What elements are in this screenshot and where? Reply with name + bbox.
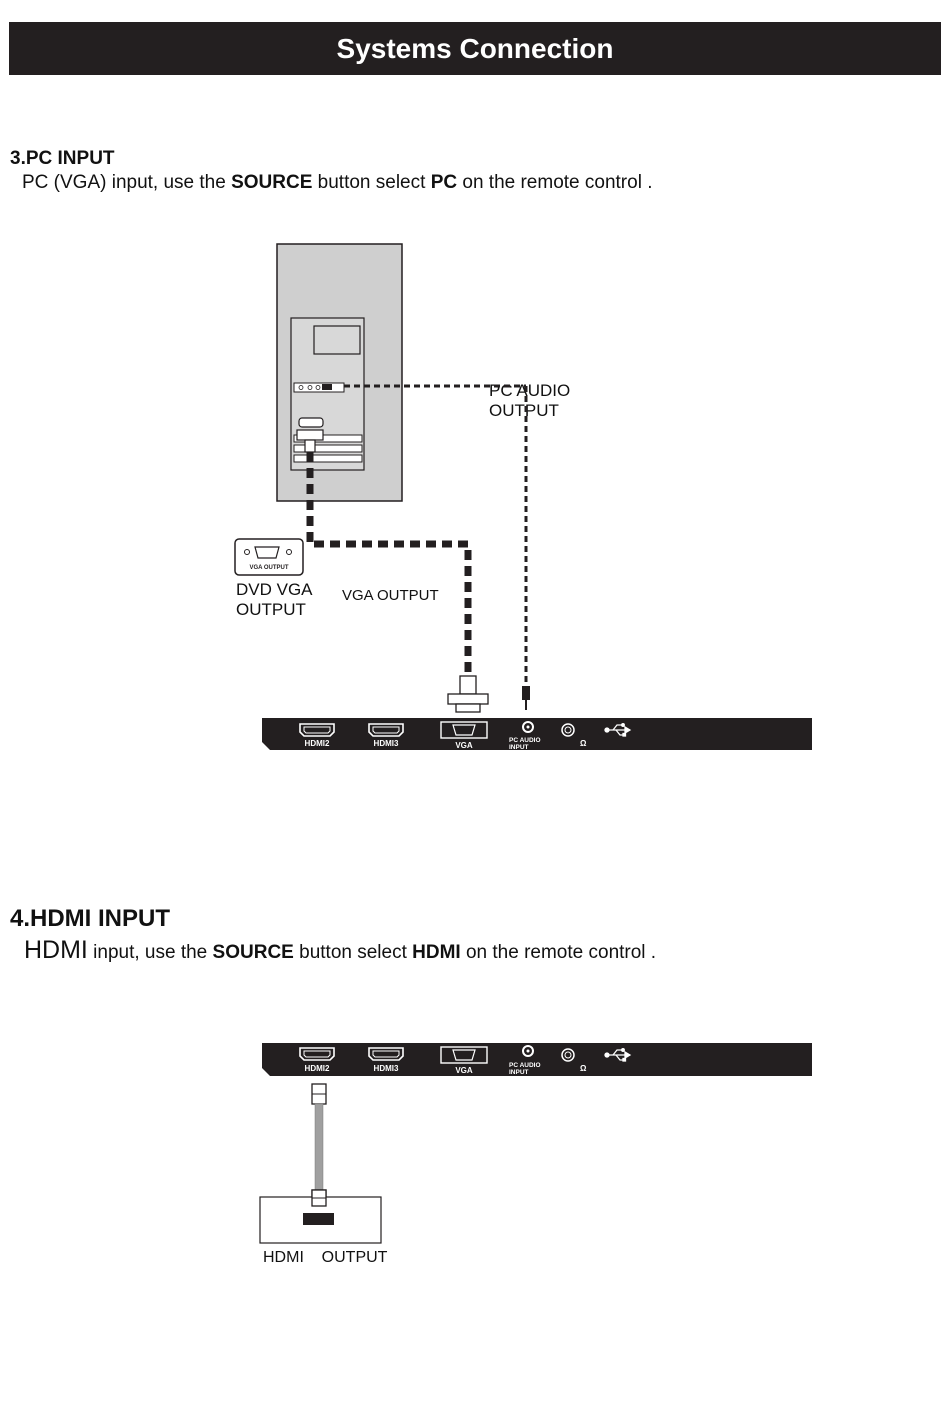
hdmi3-label: HDMI3	[374, 739, 399, 748]
pc-audio-input-label-2b: INPUT	[509, 1069, 529, 1076]
hdmi3-port-icon-b	[368, 1047, 404, 1061]
hdmi3-label-b: HDMI3	[374, 1064, 399, 1073]
hdmi2-port-icon-b	[299, 1047, 335, 1061]
pc-input-title: 3.PC INPUT	[10, 148, 115, 169]
vga-output-cable-label: VGA OUTPUT	[342, 587, 439, 604]
dvd-vga-output-port: VGA OUTPUT	[234, 538, 304, 576]
hdmi-output-label: HDMI OUTPUT	[263, 1249, 388, 1266]
tv-rear-panel-top: HDMI2 HDMI3 VGA PC AUDIO INPUT Ω	[262, 718, 812, 751]
usb-icon	[604, 723, 632, 737]
vga-output-port-label: VGA OUTPUT	[249, 565, 288, 571]
vga-cable	[306, 452, 489, 713]
tv-rear-panel-bottom: HDMI2 HDMI3 VGA PC AUDIO INPUT Ω	[262, 1043, 812, 1076]
dvd-vga-output-label: DVD VGA OUTPUT	[236, 580, 313, 619]
page-header: Systems Connection	[9, 22, 941, 75]
hdmi-output-device	[259, 1189, 382, 1244]
hdmi2-label-b: HDMI2	[305, 1064, 330, 1073]
earphone-jack-icon-b	[561, 1048, 575, 1062]
hdmi-input-title: 4.HDMI INPUT	[10, 905, 171, 932]
hdmi2-label: HDMI2	[305, 739, 330, 748]
pc-input-description: PC (VGA) input, use the SOURCE button se…	[22, 172, 653, 193]
pc-audio-input-label-2: INPUT	[509, 744, 529, 751]
ohm-label-b: Ω	[580, 1064, 587, 1073]
vga-port-icon-b	[440, 1046, 488, 1064]
ohm-label: Ω	[580, 739, 587, 748]
audio-jack-icon	[522, 721, 534, 733]
earphone-jack-icon	[561, 723, 575, 737]
pc-tower	[276, 243, 403, 502]
vga-port-icon	[440, 721, 488, 739]
pc-audio-cable	[344, 384, 530, 710]
audio-jack-icon-b	[522, 1045, 534, 1057]
hdmi3-port-icon	[368, 723, 404, 737]
hdmi-cable	[311, 1083, 327, 1207]
hdmi-output-port-icon	[303, 1213, 334, 1225]
pc-audio-input-label-1b: PC AUDIO	[509, 1062, 541, 1069]
vga-label: VGA	[455, 741, 473, 750]
page-title: Systems Connection	[336, 32, 614, 64]
hdmi-input-description: HDMI input, use the SOURCE button select…	[24, 936, 657, 964]
hdmi2-port-icon	[299, 723, 335, 737]
vga-label-b: VGA	[455, 1066, 473, 1075]
usb-icon-b	[604, 1048, 632, 1062]
pc-audio-input-label-1: PC AUDIO	[509, 737, 541, 744]
